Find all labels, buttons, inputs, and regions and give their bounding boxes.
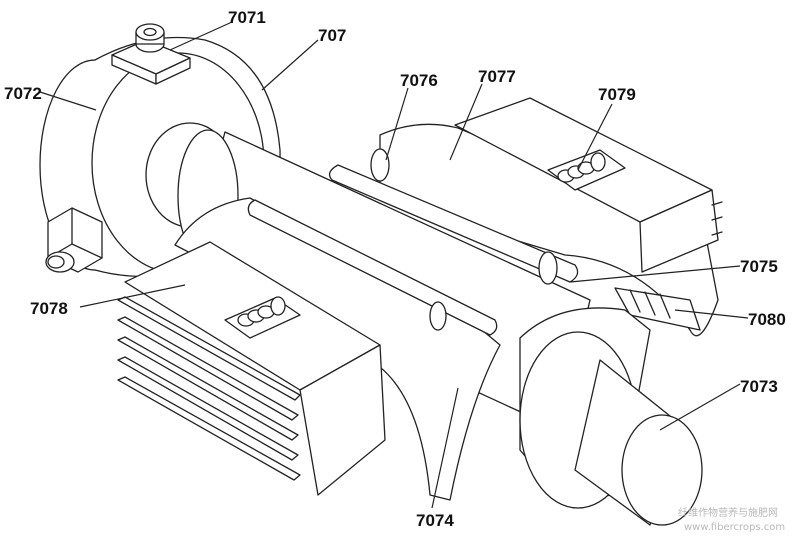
label-7074: 7074 [416, 511, 454, 530]
label-7078: 7078 [30, 299, 68, 318]
label-707: 707 [318, 26, 346, 45]
label-7071: 7071 [228, 8, 266, 27]
watermark-line-1: 纤维作物营养与施肥网 [678, 506, 778, 519]
top-fitting-7071 [111, 23, 191, 85]
label-7080: 7080 [748, 310, 786, 329]
spring-screw-front [237, 296, 286, 327]
guide-rod-7074 [247, 199, 498, 336]
front-clamp-block-7078 [117, 197, 501, 501]
label-7079: 7079 [598, 85, 636, 104]
end-shaft-7073 [574, 359, 703, 526]
label-7077: 7077 [478, 67, 516, 86]
watermark-line-2: www.fibercrops.com [684, 522, 785, 533]
bottom-fitting [45, 207, 103, 273]
leader-lines [39, 21, 749, 509]
guide-rod-7076 [328, 148, 579, 285]
label-7075: 7075 [740, 257, 778, 276]
label-7072: 7072 [4, 84, 42, 103]
label-7073: 7073 [740, 377, 778, 396]
label-7076: 7076 [400, 71, 438, 90]
slot-7080 [614, 287, 701, 331]
spring-screw-7079 [557, 152, 606, 183]
